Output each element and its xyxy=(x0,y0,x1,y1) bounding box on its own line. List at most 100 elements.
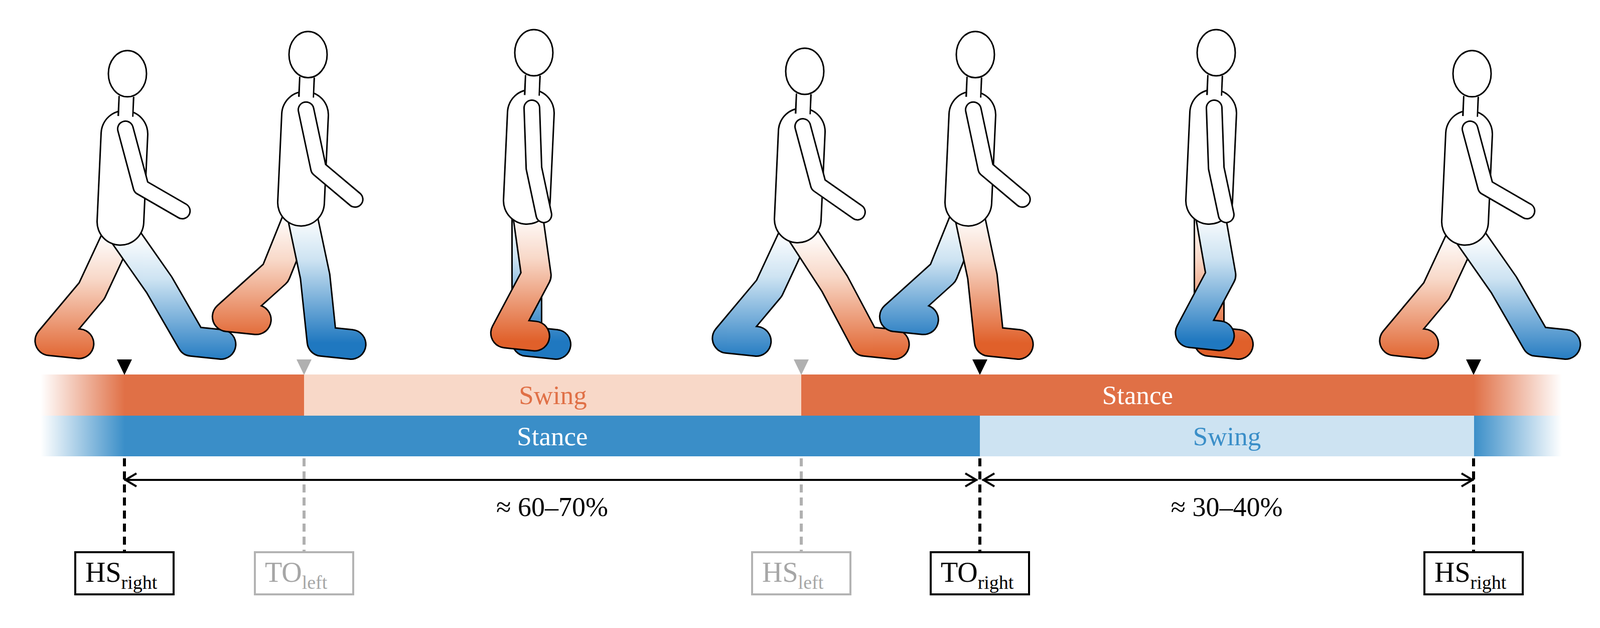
leg-outline xyxy=(726,226,798,342)
event-subscript: right xyxy=(1470,571,1507,593)
left-leg xyxy=(120,229,221,345)
event-label: HS xyxy=(762,556,799,588)
phase-band: Swing xyxy=(979,415,1475,457)
neck xyxy=(1470,93,1472,122)
walking-figure xyxy=(1394,50,1566,345)
arrow-head xyxy=(983,473,995,487)
neck xyxy=(802,91,804,119)
duration-line xyxy=(124,478,978,481)
head xyxy=(1452,50,1492,97)
gait-event-box: TOleft xyxy=(253,550,355,596)
head xyxy=(288,31,328,78)
arm xyxy=(802,126,858,212)
bar-segment xyxy=(124,374,305,416)
right-leg xyxy=(1394,229,1466,344)
right-leg xyxy=(968,210,1019,345)
duration-arrows xyxy=(124,473,1474,487)
leg-outline xyxy=(301,210,352,345)
arm-outline xyxy=(802,126,858,212)
event-subscript: left xyxy=(302,571,328,593)
event-subscript: right xyxy=(121,571,158,593)
arm xyxy=(1470,128,1527,211)
neck xyxy=(531,72,533,101)
leg-outline xyxy=(120,229,221,345)
gait-event-box: HSleft xyxy=(751,550,852,596)
neck xyxy=(125,93,127,122)
leg-outline xyxy=(1394,229,1466,344)
event-label: TO xyxy=(264,556,303,588)
event-label: HS xyxy=(85,556,122,588)
arm xyxy=(306,109,356,200)
walking-figure xyxy=(505,29,556,345)
event-label: TO xyxy=(940,556,978,588)
left-leg xyxy=(726,226,798,342)
phase-band: Stance xyxy=(124,415,981,457)
event-dashed-line xyxy=(1472,458,1476,551)
walking-figure xyxy=(894,31,1023,345)
leg-outline xyxy=(1465,229,1566,345)
phase-label: Stance xyxy=(1102,379,1174,410)
gait-event-box: HSright xyxy=(74,550,175,596)
arm xyxy=(125,128,183,211)
percentage-label: ≈ 60–70% xyxy=(496,491,609,523)
left-leg xyxy=(1190,208,1221,336)
arm-outline xyxy=(125,128,183,211)
bar-segment xyxy=(1473,374,1562,416)
phase-bars xyxy=(40,374,1562,457)
arm xyxy=(973,109,1023,200)
walking-figure xyxy=(726,48,895,345)
arm xyxy=(531,107,544,215)
right-leg xyxy=(49,229,121,344)
arm-outline xyxy=(531,107,544,215)
arm-outline xyxy=(973,109,1023,200)
neck xyxy=(306,74,308,103)
event-dashed-line xyxy=(122,458,126,551)
gait-event-box: TOright xyxy=(929,550,1031,596)
phase-label: Swing xyxy=(1193,420,1261,452)
walking-figures xyxy=(49,29,1566,345)
event-triangle xyxy=(793,359,809,375)
right-leg xyxy=(797,226,895,345)
left-leg xyxy=(301,210,352,345)
event-subscript: left xyxy=(798,571,824,593)
head xyxy=(785,48,824,95)
leg-outline xyxy=(968,210,1019,345)
event-triangle xyxy=(1466,359,1482,375)
walking-figure xyxy=(49,50,221,345)
left-leg xyxy=(1465,229,1566,345)
leg-outline xyxy=(49,229,121,344)
arm-outline xyxy=(1470,128,1527,211)
event-markers xyxy=(116,359,1482,551)
walking-figure xyxy=(1190,29,1239,345)
neck xyxy=(1214,72,1216,101)
arrow-head xyxy=(1461,473,1473,487)
right-leg xyxy=(505,208,537,336)
head xyxy=(1197,29,1236,76)
head xyxy=(514,29,553,76)
gait-event-box: HSright xyxy=(1423,550,1524,596)
duration-line xyxy=(982,478,1474,481)
leg-outline xyxy=(797,226,895,345)
arrow-head xyxy=(965,473,977,487)
leg-outline xyxy=(505,208,537,336)
arm-outline xyxy=(306,109,356,200)
event-dashed-line xyxy=(302,458,306,551)
arrow-head xyxy=(125,473,137,487)
bar-segment xyxy=(40,415,125,457)
bar-segment xyxy=(40,374,125,416)
event-dashed-line xyxy=(978,458,982,551)
head xyxy=(108,50,147,97)
event-triangle xyxy=(116,359,132,375)
walking-figure xyxy=(227,31,356,345)
event-triangle xyxy=(296,359,312,375)
event-triangle xyxy=(972,359,988,375)
phase-band: Stance xyxy=(801,374,1475,416)
head xyxy=(956,31,995,78)
event-subscript: right xyxy=(977,571,1014,593)
bar-segment xyxy=(1473,415,1562,457)
phase-label: Swing xyxy=(518,379,587,410)
percentage-label: ≈ 30–40% xyxy=(1170,491,1283,523)
arm-outline xyxy=(1214,107,1227,215)
